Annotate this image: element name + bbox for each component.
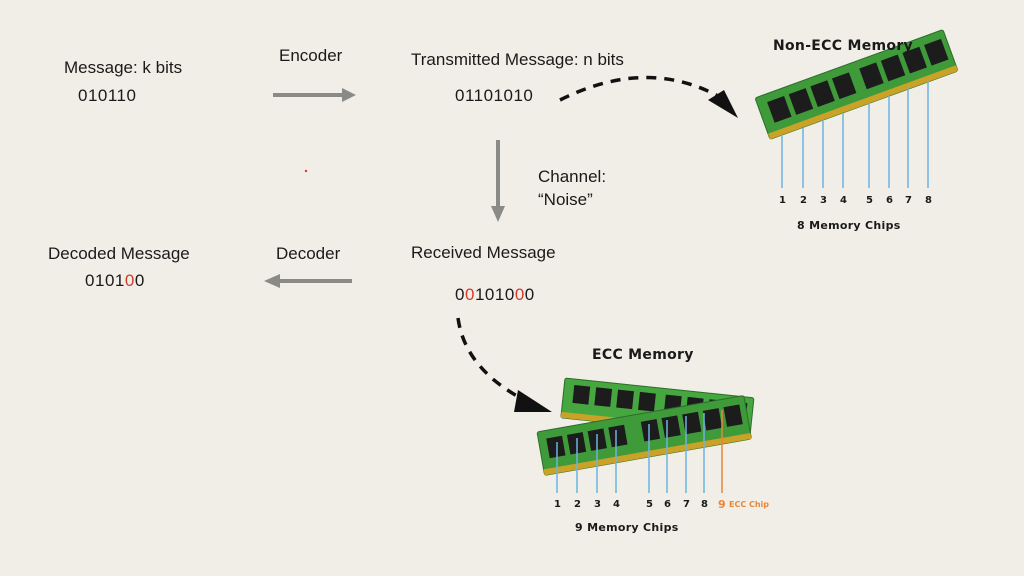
decoder-label: Decoder: [276, 244, 341, 263]
stray-dot: [304, 169, 308, 173]
received-bit-error: 0: [464, 285, 475, 304]
non-ecc-chip-number: 6: [886, 195, 893, 206]
ecc-chip-number: 1: [554, 499, 561, 510]
decoded-bit-error: 0: [124, 271, 135, 290]
non-ecc-chip-lines: [781, 81, 929, 188]
decoded-label: Decoded Message: [48, 244, 190, 263]
decoded-bit: 0: [85, 271, 95, 290]
received-bit: 0: [524, 285, 535, 304]
ecc-chip-number: 4: [613, 499, 620, 510]
dashed-arrow-to-ecc: [456, 317, 552, 412]
received-label: Received Message: [411, 243, 556, 262]
encoder-label: Encoder: [279, 46, 343, 65]
transmitted-label: Transmitted Message: n bits: [411, 50, 624, 69]
ecc-chip-number: 7: [683, 499, 690, 510]
decoder-arrow: [264, 274, 352, 288]
ecc-chip-label: ECC Chip: [729, 500, 770, 509]
ecc-chip-number: 6: [664, 499, 671, 510]
ecc-chip-number-9: 9: [718, 498, 726, 511]
non-ecc-caption: 8 Memory Chips: [797, 219, 901, 232]
ecc-chip-number: 3: [594, 499, 601, 510]
received-bit: 1: [494, 285, 505, 304]
received-bit: 0: [455, 285, 465, 304]
ecc-title: ECC Memory: [592, 347, 694, 363]
received-bit-error: 0: [514, 285, 525, 304]
message-label: Message: k bits: [64, 58, 183, 77]
ecc-chip-lines: [556, 413, 705, 493]
non-ecc-chip-number: 1: [779, 195, 786, 206]
transmitted-bits: 01101010: [455, 86, 534, 105]
non-ecc-title: Non-ECC Memory: [773, 38, 913, 54]
channel-arrow: [491, 140, 505, 222]
decoded-bit: 0: [134, 271, 145, 290]
non-ecc-chip-number: 3: [820, 195, 827, 206]
encoder-arrow: [273, 88, 356, 102]
non-ecc-chip-number: 8: [925, 195, 932, 206]
non-ecc-chip-number: 5: [866, 195, 873, 206]
ecc-memory-stick-front: [536, 395, 752, 476]
ecc-caption: 9 Memory Chips: [575, 521, 679, 534]
channel-label-line2: “Noise”: [538, 190, 593, 209]
decoded-bits: 010100: [85, 271, 145, 291]
received-bits: 00101000: [455, 285, 535, 305]
received-bit: 1: [474, 285, 485, 304]
non-ecc-chip-number: 2: [800, 195, 807, 206]
dashed-arrow-to-non-ecc: [559, 75, 738, 118]
message-bits: 010110: [78, 86, 137, 105]
ecc-chip-number: 5: [646, 499, 653, 510]
received-bit: 0: [484, 285, 495, 304]
non-ecc-chip-number: 4: [840, 195, 847, 206]
received-bit: 0: [504, 285, 515, 304]
decoded-bit: 1: [114, 271, 125, 290]
decoded-bit: 0: [104, 271, 115, 290]
non-ecc-memory-stick: [755, 29, 958, 140]
channel-label-line1: Channel:: [538, 167, 607, 186]
ecc-chip-number: 2: [574, 499, 581, 510]
non-ecc-chip-number: 7: [905, 195, 912, 206]
ecc-chip-number: 8: [701, 499, 708, 510]
decoded-bit: 1: [94, 271, 105, 290]
